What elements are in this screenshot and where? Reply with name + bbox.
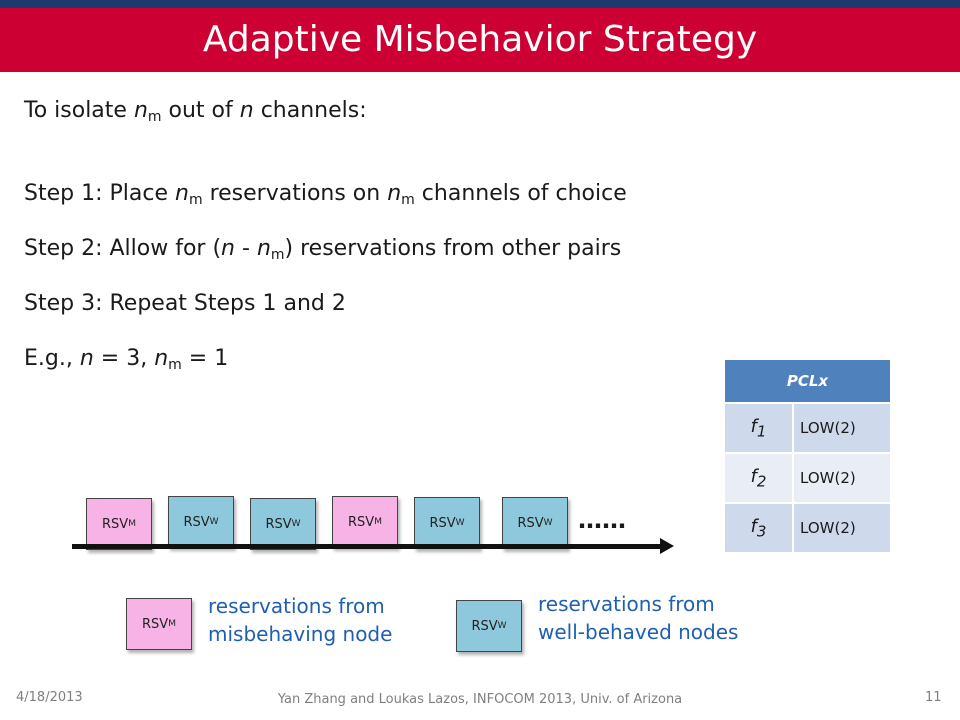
pcl-table-header: PCLx <box>725 360 890 403</box>
step-2-line: Step 2: Allow for (n - nm) reservations … <box>24 236 622 263</box>
table-row: f1 LOW(2) <box>725 402 890 453</box>
priority-cell: LOW(2) <box>792 502 890 552</box>
timeline-axis <box>72 544 662 549</box>
table-row: f3 LOW(2) <box>725 502 890 552</box>
step-3-line: Step 3: Repeat Steps 1 and 2 <box>24 291 346 316</box>
continuation-dots: …… <box>578 506 626 534</box>
channel-cell: f2 <box>725 452 793 503</box>
channel-cell: f1 <box>725 402 793 453</box>
example-line: E.g., n = 3, nm = 1 <box>24 346 229 373</box>
footer-date: 4/18/2013 <box>16 690 83 705</box>
intro-line: To isolate nm out of n channels: <box>24 98 367 125</box>
priority-cell: LOW(2) <box>792 402 890 453</box>
timeline-arrowhead <box>660 538 674 554</box>
title-bar <box>0 8 960 72</box>
table-row: f2 LOW(2) <box>725 452 890 503</box>
top-accent-bar <box>0 0 960 8</box>
priority-cell: LOW(2) <box>792 452 890 503</box>
slide-title: Adaptive Misbehavior Strategy <box>202 19 758 60</box>
step-1-line: Step 1: Place nm reservations on nm chan… <box>24 181 627 208</box>
pcl-table: PCLx f1 LOW(2) f2 LOW(2) f3 LOW(2) <box>725 360 890 552</box>
page-number: 11 <box>925 690 942 705</box>
footer-credit: Yan Zhang and Loukas Lazos, INFOCOM 2013… <box>277 692 683 707</box>
channel-cell: f3 <box>725 502 793 552</box>
